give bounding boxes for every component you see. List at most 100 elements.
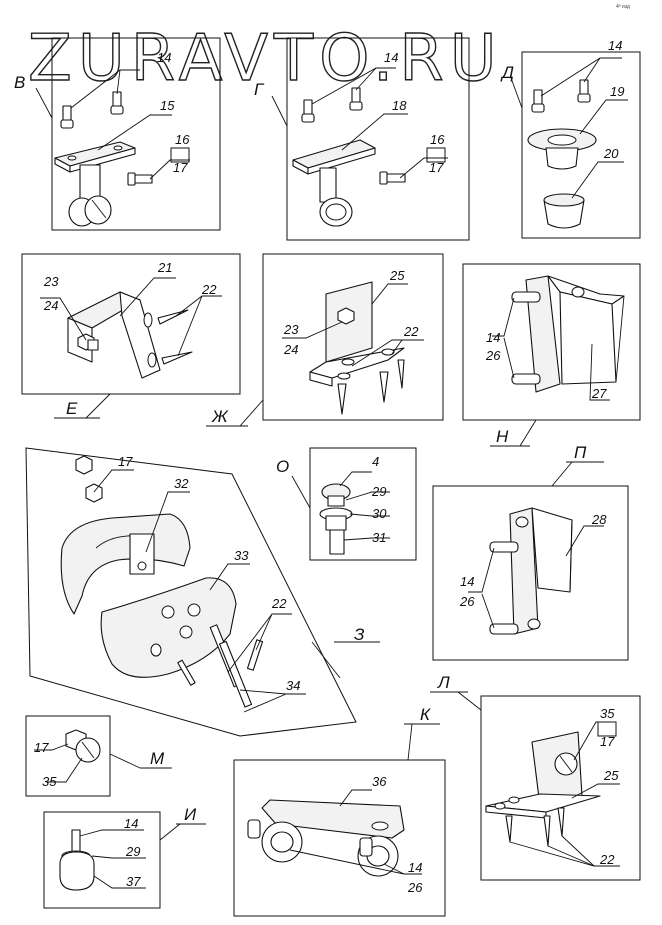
nut-17-a bbox=[75, 455, 93, 475]
view-p: П 28 14 26 bbox=[432, 443, 629, 661]
view-n-frame bbox=[462, 263, 641, 421]
view-v: В 14 15 16 17 bbox=[14, 37, 221, 231]
screw-22-b bbox=[177, 659, 196, 686]
label-m-a: 17 bbox=[34, 740, 49, 755]
view-i: И 14 29 37 bbox=[43, 805, 206, 909]
view-zh-letter: Ж bbox=[211, 407, 229, 426]
view-p-letter: П bbox=[574, 443, 587, 462]
label-o-b: 29 bbox=[371, 484, 386, 499]
view-g-letter: Г bbox=[254, 80, 265, 99]
pin-14-top bbox=[511, 291, 541, 303]
label-z-a: 17 bbox=[118, 454, 133, 469]
label-v-d: 17 bbox=[173, 160, 188, 175]
spike-22-l-a bbox=[505, 815, 513, 843]
label-l-c: 25 bbox=[603, 768, 619, 783]
view-g: Г 14 18 16 17 bbox=[254, 37, 470, 241]
label-d-a: 14 bbox=[608, 38, 622, 53]
view-o-frame bbox=[309, 447, 417, 561]
mount-plate bbox=[525, 275, 561, 393]
label-g-d: 17 bbox=[429, 160, 444, 175]
spike-22-top bbox=[157, 309, 189, 325]
view-d-letter: Д bbox=[500, 63, 514, 82]
pin-14-bottom-p bbox=[489, 623, 519, 635]
label-k-b: 14 bbox=[408, 860, 422, 875]
clamp-33 bbox=[100, 577, 237, 678]
label-v-a: 14 bbox=[157, 50, 171, 65]
label-e-b: 24 bbox=[43, 298, 58, 313]
label-v-c: 16 bbox=[175, 132, 190, 147]
view-k-frame bbox=[233, 759, 446, 917]
spike-22-a bbox=[337, 383, 347, 415]
view-e-frame bbox=[21, 253, 241, 395]
nut-23-zh bbox=[337, 307, 355, 325]
label-o-d: 31 bbox=[372, 530, 386, 545]
view-zh: Ж 25 23 24 22 bbox=[206, 253, 444, 427]
view-z-letter: З bbox=[354, 625, 365, 644]
view-i-letter: И bbox=[184, 805, 197, 824]
view-l-letter: Л bbox=[437, 673, 450, 692]
view-v-frame bbox=[51, 37, 221, 231]
label-k-a: 36 bbox=[372, 774, 387, 789]
label-z-b: 32 bbox=[174, 476, 189, 491]
label-zh-d: 22 bbox=[403, 324, 419, 339]
view-m: М 17 35 bbox=[25, 715, 172, 797]
view-n: Н 14 26 27 bbox=[462, 263, 641, 447]
view-z: З 17 32 33 22 34 bbox=[25, 447, 380, 737]
label-i-b: 29 bbox=[125, 844, 140, 859]
label-m-b: 35 bbox=[42, 774, 57, 789]
label-z-e: 34 bbox=[286, 678, 300, 693]
view-d-frame bbox=[521, 51, 641, 239]
view-e: Е 23 24 21 22 bbox=[21, 253, 241, 419]
label-e-a: 23 bbox=[43, 274, 59, 289]
view-o: О 4 29 30 31 bbox=[276, 447, 417, 561]
stem-31 bbox=[329, 529, 345, 555]
caster-37 bbox=[59, 851, 95, 891]
view-k: К 36 14 26 bbox=[233, 705, 446, 917]
view-l-frame bbox=[480, 695, 641, 881]
nut-17-b bbox=[85, 483, 103, 503]
view-d: Д 14 19 20 bbox=[500, 38, 641, 239]
label-o-a: 4 bbox=[372, 454, 379, 469]
view-m-letter: М bbox=[150, 749, 165, 768]
label-z-c: 33 bbox=[234, 548, 249, 563]
view-k-letter: К bbox=[420, 705, 431, 724]
label-zh-b: 23 bbox=[283, 322, 299, 337]
label-g-c: 16 bbox=[430, 132, 445, 147]
label-zh-c: 24 bbox=[283, 342, 298, 357]
label-p-a: 28 bbox=[591, 512, 607, 527]
bushing-14-left bbox=[270, 831, 294, 853]
view-l: Л 35 17 25 22 bbox=[430, 673, 641, 881]
label-i-c: 37 bbox=[126, 874, 141, 889]
spike-22-b bbox=[379, 371, 389, 403]
label-l-d: 22 bbox=[599, 852, 615, 867]
view-v-letter: В bbox=[14, 73, 25, 92]
screw-22-a bbox=[246, 639, 264, 671]
label-o-c: 30 bbox=[372, 506, 387, 521]
label-e-c: 21 bbox=[157, 260, 172, 275]
label-p-c: 26 bbox=[459, 594, 475, 609]
label-d-c: 20 bbox=[603, 146, 619, 161]
label-e-d: 22 bbox=[201, 282, 217, 297]
view-z-frame bbox=[25, 447, 357, 737]
view-o-letter: О bbox=[276, 457, 289, 476]
label-z-d: 22 bbox=[271, 596, 287, 611]
label-p-b: 14 bbox=[460, 574, 474, 589]
label-k-c: 26 bbox=[407, 880, 423, 895]
watermark-text: ZURAVTO.RU bbox=[28, 22, 503, 96]
view-i-frame bbox=[43, 811, 161, 909]
label-n-a: 14 bbox=[486, 330, 500, 345]
corner-note: 4ª изд bbox=[616, 4, 630, 10]
view-m-frame bbox=[25, 715, 111, 797]
label-l-a: 35 bbox=[600, 706, 615, 721]
label-n-b: 26 bbox=[485, 348, 501, 363]
label-g-b: 18 bbox=[392, 98, 407, 113]
pin-14-top-p bbox=[489, 541, 519, 553]
view-n-letter: Н bbox=[496, 427, 509, 446]
view-zh-frame bbox=[262, 253, 444, 421]
bolt-34-b bbox=[219, 640, 253, 708]
view-g-frame bbox=[286, 37, 470, 241]
label-d-b: 19 bbox=[610, 84, 624, 99]
view-p-frame bbox=[432, 485, 629, 661]
label-zh-a: 25 bbox=[389, 268, 405, 283]
